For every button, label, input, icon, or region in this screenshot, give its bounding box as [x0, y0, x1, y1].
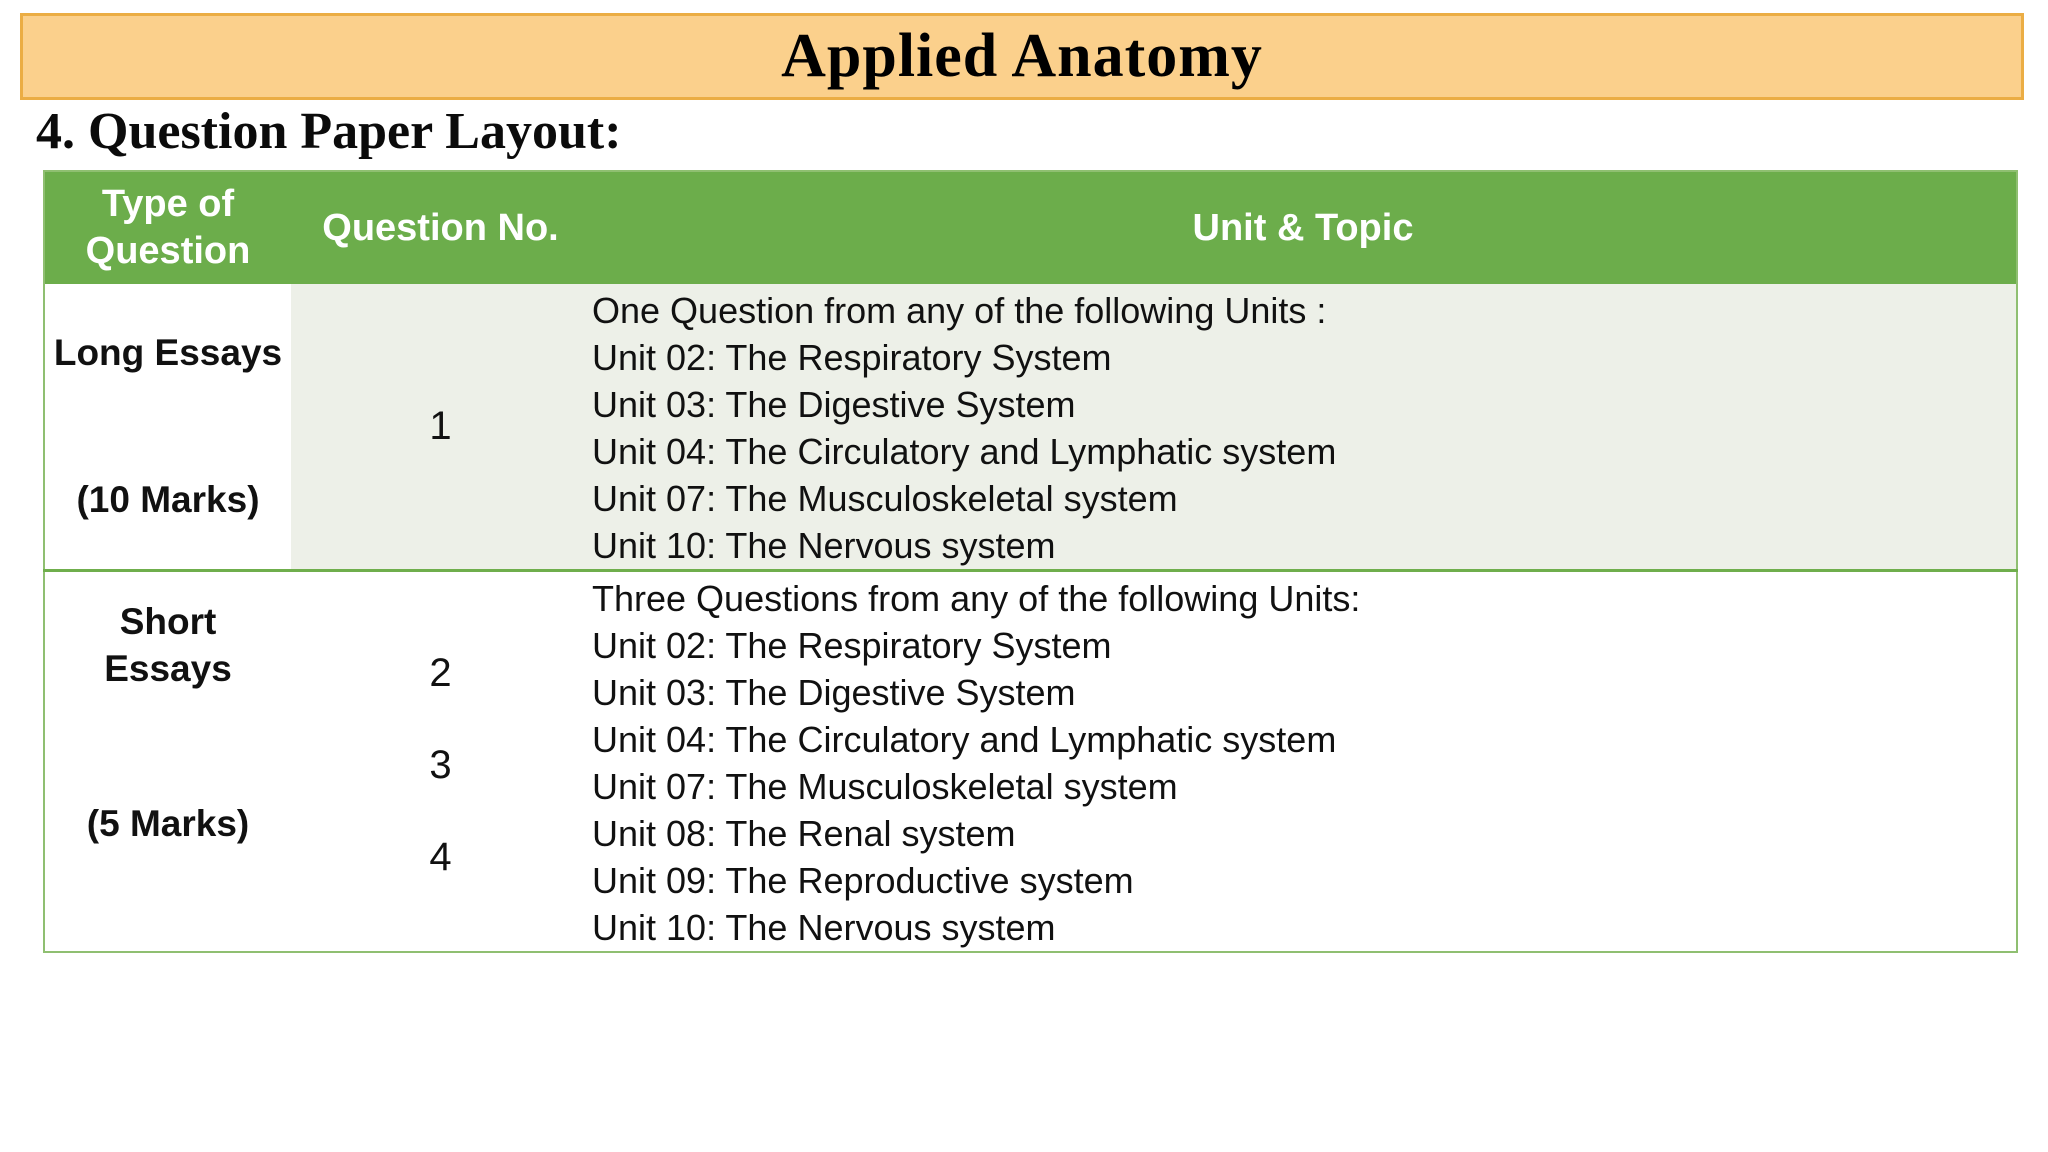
- topic-line: Unit 02: The Respiratory System: [592, 625, 1112, 666]
- table-row-short-essays: Short Essays (5 Marks) 2 3 4 Three Quest…: [44, 569, 2017, 952]
- page-title: Applied Anatomy: [781, 22, 1263, 90]
- topic-line: Unit 03: The Digestive System: [592, 384, 1076, 425]
- section-heading: 4. Question Paper Layout:: [36, 103, 622, 160]
- table-row-long-essays: Long Essays (10 Marks) 1 One Question fr…: [44, 284, 2017, 571]
- type-label: Long Essays: [53, 332, 283, 373]
- topic-line: One Question from any of the following U…: [592, 290, 1327, 331]
- question-paper-table: Type of Question Question No. Unit & Top…: [43, 170, 2018, 953]
- topic-line: Unit 03: The Digestive System: [592, 672, 1076, 713]
- topic-line: Unit 10: The Nervous system: [592, 907, 1056, 948]
- topic-line: Unit 07: The Musculoskeletal system: [592, 478, 1178, 519]
- question-number-cell: 2 3 4: [291, 569, 590, 952]
- col-header-unit-topic: Unit & Topic: [590, 171, 2017, 284]
- question-number: 1: [429, 404, 452, 448]
- question-number: 3: [429, 743, 452, 787]
- col-header-question-no: Question No.: [291, 171, 590, 284]
- type-label: Short: [119, 601, 217, 642]
- col-header-type-of-question: Type of Question: [44, 171, 291, 284]
- topic-line: Three Questions from any of the followin…: [592, 578, 1361, 619]
- question-number: 4: [429, 835, 452, 879]
- type-label: Essays: [104, 648, 232, 689]
- marks-label: (5 Marks): [86, 803, 250, 844]
- topic-line: Unit 09: The Reproductive system: [592, 860, 1134, 901]
- topic-line: Unit 10: The Nervous system: [592, 525, 1056, 566]
- question-number: 2: [429, 651, 452, 695]
- topics-cell: Three Questions from any of the followin…: [590, 569, 2017, 952]
- table-header-row: Type of Question Question No. Unit & Top…: [44, 171, 2017, 284]
- topic-line: Unit 04: The Circulatory and Lymphatic s…: [592, 431, 1337, 472]
- topics-cell: One Question from any of the following U…: [590, 284, 2017, 571]
- topic-line: Unit 02: The Respiratory System: [592, 337, 1112, 378]
- topic-line: Unit 07: The Musculoskeletal system: [592, 766, 1178, 807]
- topic-line: Unit 08: The Renal system: [592, 813, 1016, 854]
- type-cell-short-essays: Short Essays (5 Marks): [44, 569, 291, 952]
- marks-label: (10 Marks): [76, 479, 260, 520]
- title-banner: Applied Anatomy: [20, 13, 2024, 100]
- question-number-cell: 1: [291, 284, 590, 571]
- topic-line: Unit 04: The Circulatory and Lymphatic s…: [592, 719, 1337, 760]
- type-cell-long-essays: Long Essays (10 Marks): [44, 284, 291, 571]
